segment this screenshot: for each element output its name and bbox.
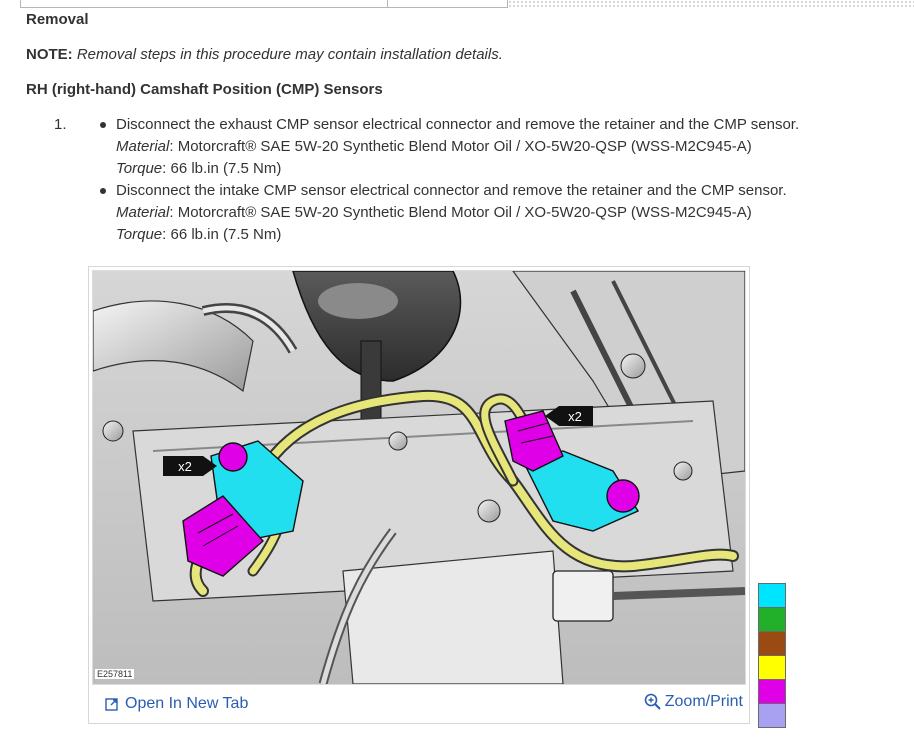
page-background-dots bbox=[508, 0, 914, 8]
lower-module bbox=[342, 550, 564, 684]
sensor-retainer-bolt bbox=[218, 442, 248, 472]
bolt-head bbox=[102, 420, 124, 442]
material-line: Material: Motorcraft® SAE 5W-20 Syntheti… bbox=[98, 202, 787, 224]
note-text: Removal steps in this procedure may cont… bbox=[76, 46, 503, 63]
harness-pipe-highlight bbox=[320, 529, 396, 684]
illustration-frame[interactable]: x2 x2 bbox=[92, 270, 746, 685]
color-legend bbox=[758, 583, 786, 728]
bolt-head bbox=[620, 353, 646, 379]
hose-highlight bbox=[202, 305, 296, 353]
bullet-text: Disconnect the intake CMP sensor electri… bbox=[98, 180, 787, 202]
section-title: RH (right-hand) Camshaft Position (CMP) … bbox=[26, 81, 383, 98]
bullet-exhaust: Disconnect the exhaust CMP sensor electr… bbox=[98, 114, 799, 180]
note-label: NOTE: bbox=[26, 46, 73, 63]
note: NOTE: Removal steps in this procedure ma… bbox=[26, 46, 503, 63]
removal-heading: Removal bbox=[26, 11, 89, 28]
callout-right-text: x2 bbox=[568, 409, 582, 424]
intake-cmp-connector bbox=[504, 410, 564, 472]
zoom-print-link[interactable]: Zoom/Print bbox=[644, 693, 743, 711]
illustration-figure: x2 x2 E257811 Open In New Tab Zoom bbox=[88, 266, 750, 724]
callout-arrow-right bbox=[545, 406, 593, 426]
bolt-head bbox=[388, 431, 408, 451]
electrical-connector bbox=[552, 570, 614, 622]
bolt-head bbox=[477, 499, 501, 523]
torque-label: Torque bbox=[116, 160, 163, 177]
open-new-tab-icon bbox=[105, 698, 118, 711]
bullet-text: Disconnect the exhaust CMP sensor electr… bbox=[98, 114, 799, 136]
table-fragment bbox=[20, 0, 508, 8]
figure-id: E257811 bbox=[95, 669, 135, 679]
callout-right-x2: x2 bbox=[545, 406, 593, 426]
intake-cmp-sensor bbox=[521, 450, 640, 532]
exhaust-cmp-connector bbox=[182, 495, 264, 577]
callout-arrow-left bbox=[163, 456, 217, 476]
material-value: : Motorcraft® SAE 5W-20 Synthetic Blend … bbox=[169, 204, 752, 221]
shaft bbox=[360, 340, 382, 432]
bullet-intake: Disconnect the intake CMP sensor electri… bbox=[98, 180, 787, 246]
material-line: Material: Motorcraft® SAE 5W-20 Syntheti… bbox=[98, 136, 799, 158]
material-label: Material bbox=[116, 204, 170, 221]
material-value: : Motorcraft® SAE 5W-20 Synthetic Blend … bbox=[169, 138, 752, 155]
color-swatch bbox=[758, 583, 786, 608]
step-number: 1. bbox=[54, 116, 67, 133]
torque-label: Torque bbox=[116, 226, 163, 243]
color-swatch bbox=[758, 703, 786, 728]
torque-value: : 66 lb.in (7.5 Nm) bbox=[162, 160, 282, 177]
color-swatch bbox=[758, 607, 786, 632]
material-label: Material bbox=[116, 138, 170, 155]
table-divider bbox=[387, 0, 388, 7]
color-swatch bbox=[758, 655, 786, 680]
torque-line: Torque: 66 lb.in (7.5 Nm) bbox=[98, 158, 799, 180]
connector-detail bbox=[517, 422, 554, 444]
color-swatch bbox=[758, 631, 786, 656]
engine-illustration: x2 x2 bbox=[93, 271, 745, 684]
torque-line: Torque: 66 lb.in (7.5 Nm) bbox=[98, 224, 787, 246]
magnifier-plus-icon bbox=[644, 693, 661, 710]
open-in-new-tab-label: Open In New Tab bbox=[125, 695, 249, 712]
color-swatch bbox=[758, 679, 786, 704]
bolt-head bbox=[673, 461, 693, 481]
connector-detail bbox=[197, 513, 239, 547]
torque-value: : 66 lb.in (7.5 Nm) bbox=[162, 226, 282, 243]
zoom-print-label: Zoom/Print bbox=[664, 693, 743, 710]
housing-highlight bbox=[318, 283, 398, 319]
intake-pipe bbox=[93, 300, 254, 393]
sensor-retainer-bolt bbox=[606, 479, 640, 513]
callout-left-x2: x2 bbox=[163, 456, 217, 476]
connector-lead bbox=[612, 587, 745, 600]
open-in-new-tab-link[interactable]: Open In New Tab bbox=[105, 695, 248, 713]
callout-left-text: x2 bbox=[178, 459, 192, 474]
